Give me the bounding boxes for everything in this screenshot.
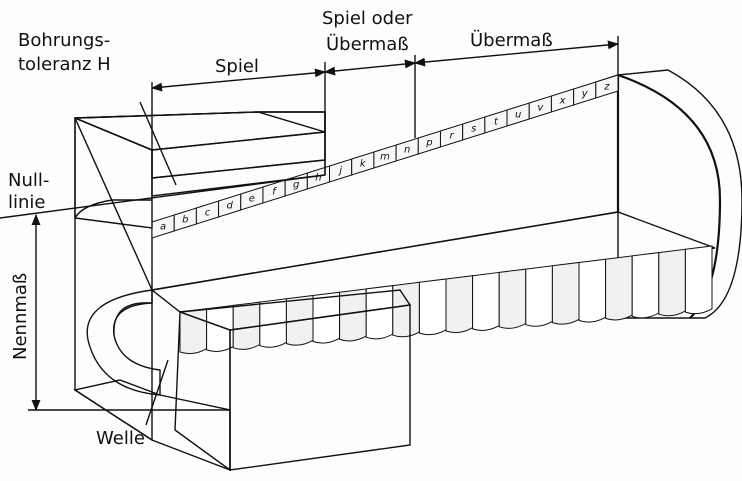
tolerance-letter-u: u [515,110,521,121]
tolerance-letter-y: y [581,89,589,100]
shaft-segment [551,261,580,325]
tolerance-letter-a: a [160,222,166,233]
welle-label: Welle [96,428,145,449]
spiel-label: Spiel [215,56,259,77]
tolerance-letter-n: n [404,145,410,156]
tolerance-letter-m: m [380,152,390,163]
tolerance-letter-z: z [603,82,610,93]
tolerance-letter-j: j [337,166,342,177]
tolerance-letter-x: x [559,96,566,107]
shaft-block [113,289,412,472]
null-label-line2: linie [8,192,46,213]
shaft-segment [418,278,447,336]
tolerance-field-z [595,74,619,99]
shaft-segment [658,248,686,317]
spiel-oder-label-line1: Spiel oder [322,8,413,29]
spiel-oder-uebermass-dimension [323,59,417,76]
tolerance-letter-c: c [205,208,211,219]
tolerance-letter-r: r [450,131,455,142]
shaft-segment [498,268,527,329]
shaft-segment [339,288,367,342]
shaft-segment [445,275,474,334]
hole-block [73,111,326,472]
tolerance-letter-f: f [272,187,277,198]
welle-leader [145,359,169,426]
tolerance-letter-s: s [471,124,476,135]
tolerance-letter-v: v [537,103,544,114]
bohrung-label-line1: Bohrungs- [18,30,110,51]
uebermass-label: Übermaß [470,29,553,51]
tolerance-field-row: a b c d e f g h j k m n p r s t u v x y z [151,74,619,239]
uebermass-dimension [413,40,620,67]
labels: Bohrungs- toleranz H Spiel Spiel oder Üb… [8,8,553,449]
shaft-segment [605,255,633,321]
nennmass-label: Nennmaß [10,273,31,360]
tolerance-letter-t: t [494,117,499,128]
bohrung-label-line2: toleranz H [18,54,111,75]
dimension-lines [0,36,620,426]
tolerance-letter-e: e [249,194,255,205]
shaft-segment [684,245,713,315]
tolerance-letter-h: h [315,173,321,184]
shaft-segment [206,304,234,352]
spiel-oder-label-line2: Übermaß [326,33,409,55]
shaft-segment [179,308,208,355]
tolerance-letter-k: k [360,159,367,170]
tolerance-letter-d: d [226,201,233,212]
shaft-segment [525,265,553,327]
null-label-line1: Null- [8,170,49,191]
shaft-segment [472,271,500,331]
spiel-dimension [150,68,327,92]
shaft-segments [179,245,713,355]
bohrung-leader [139,101,177,186]
tolerance-letter-g: g [293,180,299,191]
shaft-segment [578,258,607,323]
shaft-segment [631,252,660,319]
tolerance-letter-p: p [425,138,432,149]
tolerance-letter-b: b [182,215,188,226]
null-line [0,174,326,219]
